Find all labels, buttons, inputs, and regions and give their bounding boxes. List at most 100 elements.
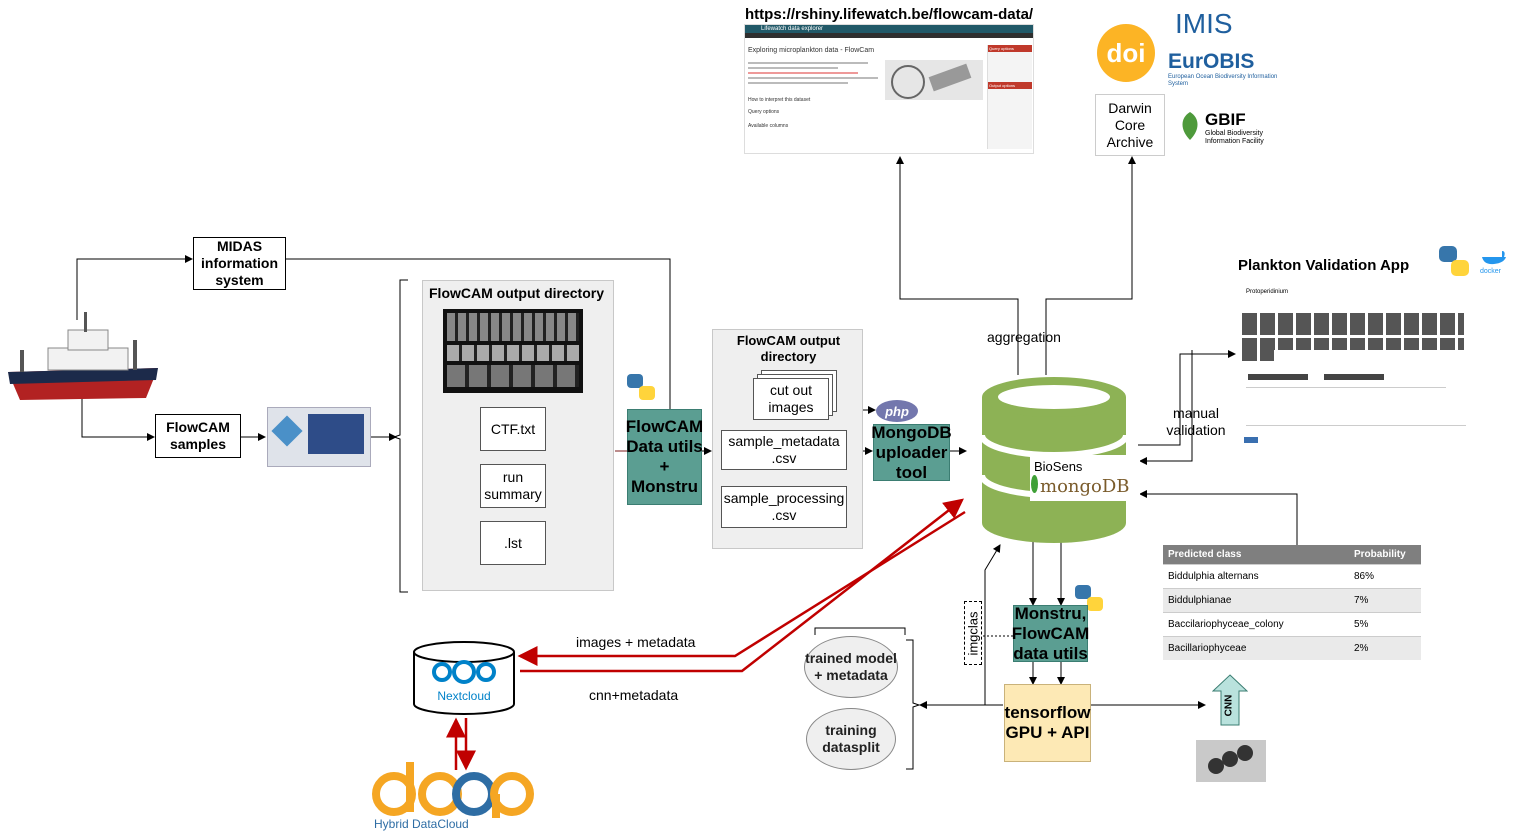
darwin-label: Darwin Core Archive: [1106, 99, 1154, 150]
web-plankton-image: [885, 60, 983, 100]
ship-icon: [8, 312, 158, 400]
file-run-summary-label: run summary: [484, 469, 542, 502]
tensorflow-label: tensorflow GPU + API: [1004, 703, 1091, 742]
mongodb-database: BioSens mongoDB: [979, 375, 1140, 545]
gbif-logo: GBIF Global Biodiversity Information Fac…: [1175, 110, 1280, 146]
eurobis-text: EurOBIS: [1168, 50, 1255, 73]
web-url[interactable]: https://rshiny.lifewatch.be/flowcam-data…: [745, 6, 1034, 23]
file-run-summary[interactable]: run summary: [480, 464, 546, 508]
web-sub1: How to interpret this dataset: [748, 97, 811, 103]
web-sub3: Available columns: [748, 123, 789, 129]
research-ship: [8, 310, 158, 402]
web-heading: Exploring microplankton data - FlowCam: [748, 47, 875, 54]
mongodb-label: mongoDB: [1040, 476, 1130, 497]
python-icon: [625, 372, 659, 409]
flowcam-data-utils-box: FlowCAM Data utils + Monstru: [625, 409, 704, 505]
doi-text: doi: [1106, 37, 1146, 68]
mongodb-uploader-label: MongoDB uploader tool: [871, 422, 952, 482]
pred-header-class: Predicted class: [1163, 545, 1349, 565]
midas-box: MIDAS information system: [193, 237, 286, 290]
sample-metadata-file[interactable]: sample_metadata .csv: [721, 430, 847, 470]
flowcam-dir-title: FlowCAM output directory: [429, 285, 604, 301]
web-navbar: [745, 33, 1033, 38]
mongodb-uploader-box: MongoDB uploader tool: [871, 422, 952, 482]
plankton-app-title: Plankton Validation App: [1238, 257, 1410, 274]
database-icon: [979, 377, 1140, 543]
web-text-lines: [748, 59, 888, 87]
nextcloud-database: Nextcloud: [412, 640, 516, 716]
php-text: php: [885, 403, 909, 419]
monstru-utils-box: Monstru, FlowCAM data utils: [1011, 603, 1090, 663]
flowcam-output-dir2-panel: FlowCAM output directory cut out images …: [712, 329, 863, 549]
manual-validation-label: manual validation: [1165, 405, 1227, 439]
tensorflow-box: tensorflow GPU + API: [1004, 684, 1091, 762]
images-metadata-label: images + metadata: [576, 634, 696, 650]
nextcloud-cylinder-icon: [413, 641, 515, 715]
deep-hdc-logo: Hybrid DataCloud: [370, 760, 540, 833]
eurobis-subtitle: European Ocean Biodiversity Information …: [1168, 74, 1278, 87]
trained-model-ellipse: trained model + metadata: [804, 636, 898, 698]
deep-subtitle: Hybrid DataCloud: [374, 817, 469, 831]
file-ctf-label: CTF.txt: [490, 420, 536, 437]
predictions-table: Predicted class Probability Biddulphia a…: [1163, 545, 1421, 660]
file-ctf[interactable]: CTF.txt: [480, 407, 546, 451]
monstru-utils-label: Monstru, FlowCAM data utils: [1011, 603, 1090, 663]
biosens-label: BioSens: [1034, 459, 1083, 474]
doi-logo: doi: [1097, 24, 1155, 82]
plankton-species-label: Protoperidinium: [1246, 289, 1289, 295]
plankton-sample-image: [1196, 740, 1266, 782]
file-lst-label: .lst: [504, 534, 522, 551]
plankton-button-1[interactable]: [1248, 374, 1308, 380]
sample-processing-label: sample_processing .csv: [723, 490, 845, 523]
python-icon-2: [1073, 583, 1107, 620]
cut-out-images-file[interactable]: cut out images: [753, 378, 829, 420]
imis-logo: IMIS: [1175, 8, 1233, 39]
sample-metadata-label: sample_metadata .csv: [728, 433, 840, 466]
web-sub2: Query options: [748, 109, 780, 115]
file-lst[interactable]: .lst: [480, 521, 546, 565]
cut-out-images-label: cut out images: [768, 382, 814, 415]
midas-label: MIDAS information system: [201, 238, 278, 288]
aggregation-label: aggregation: [987, 329, 1061, 345]
imgclas-label: imgclas: [964, 601, 982, 665]
flowcam-data-utils-label: FlowCAM Data utils + Monstru: [625, 417, 704, 496]
pred-header-prob: Probability: [1349, 545, 1421, 565]
flowcam-output-dir-panel: FlowCAM output directory CTF.txt run sum…: [422, 280, 614, 591]
cnn-label: CNN: [1223, 694, 1235, 717]
docker-text: docker: [1480, 268, 1502, 275]
darwin-core-archive: Darwin Core Archive: [1095, 94, 1165, 156]
flowcam-dir2-title: FlowCAM output directory: [736, 333, 841, 364]
deep-logo-icon: [372, 762, 534, 818]
collage-image: [443, 309, 583, 393]
imgclas-text: imgclas: [965, 611, 981, 656]
training-datasplit-label: training datasplit: [822, 722, 880, 755]
plankton-app-thumbnail: Protoperidinium: [1238, 283, 1468, 445]
flowcam-instrument: [267, 407, 371, 467]
plankton-submit-button[interactable]: [1244, 437, 1258, 443]
gbif-text: GBIF: [1205, 110, 1246, 129]
gbif-leaf-icon: [1182, 112, 1198, 140]
manual-validation-text: manual validation: [1166, 405, 1226, 438]
flowcam-samples-label: FlowCAM samples: [166, 419, 230, 452]
gbif-subtitle: Global Biodiversity Information Facility: [1205, 130, 1264, 145]
python-icon-large: [1437, 244, 1471, 283]
cnn-arrow: CNN: [1211, 674, 1249, 726]
docker-icon: docker: [1480, 247, 1508, 275]
plankton-button-2[interactable]: [1324, 374, 1384, 380]
sample-processing-file[interactable]: sample_processing .csv: [721, 486, 847, 528]
web-explorer-thumbnail: Lifewatch data explorer Exploring microp…: [744, 24, 1034, 154]
eurobis-logo: EurOBIS European Ocean Biodiversity Info…: [1168, 50, 1280, 88]
mongodb-leaf-icon: [1031, 475, 1038, 493]
flowcam-samples-box: FlowCAM samples: [155, 414, 241, 458]
web-topbar: Lifewatch data explorer: [745, 25, 1033, 33]
nextcloud-label: Nextcloud: [437, 689, 491, 703]
trained-model-label: trained model + metadata: [805, 650, 897, 683]
training-datasplit-ellipse: training datasplit: [806, 708, 896, 770]
php-logo: php: [876, 400, 918, 422]
cnn-metadata-label: cnn+metadata: [589, 687, 679, 703]
